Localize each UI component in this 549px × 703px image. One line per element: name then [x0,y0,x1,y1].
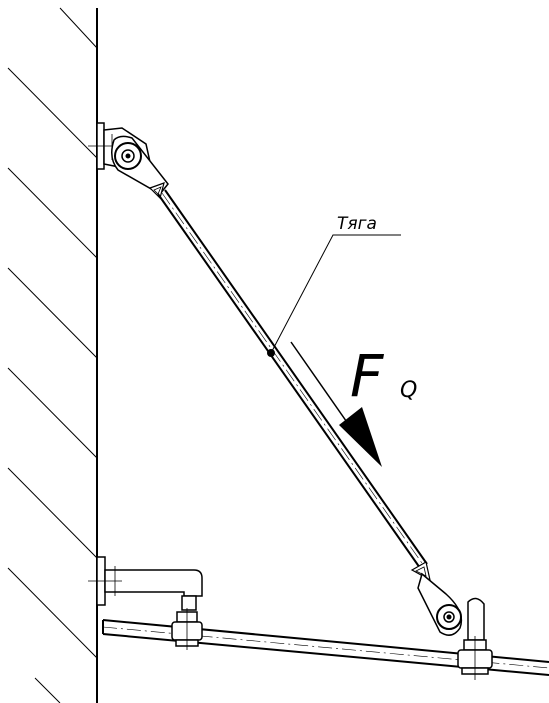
force-arrow [290,341,382,467]
right-pipe-clamp [457,636,493,680]
rod-label: Тяга [337,214,377,234]
upper-pivot [111,135,169,200]
force-symbol: F [350,342,385,410]
left-pipe-clamp [171,608,203,650]
wall-hatching [7,7,98,703]
tension-rod [157,189,428,569]
lower-pivot [410,561,485,641]
leader-line [270,234,401,354]
force-subscript: Q [400,378,417,403]
lower-wall-bracket [88,556,203,611]
